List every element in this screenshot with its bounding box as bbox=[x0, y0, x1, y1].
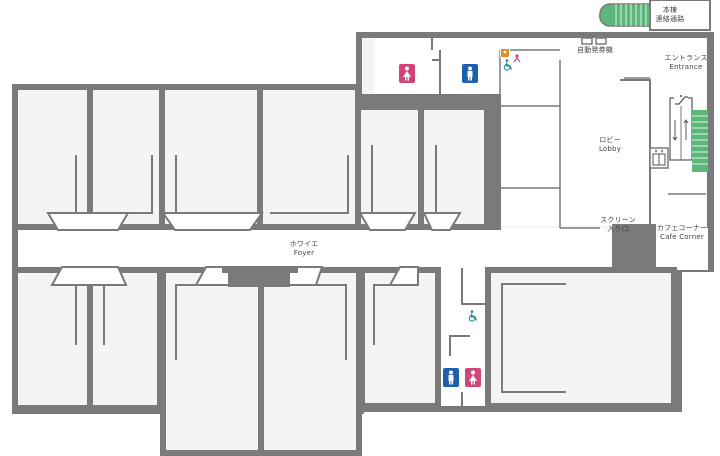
lower-restroom-inner bbox=[449, 268, 488, 406]
lower-screens bbox=[12, 267, 677, 456]
cafe-corner-label: カフェコーナー Cafe Corner bbox=[656, 224, 708, 241]
foyer-label: ホワイエ Foyer bbox=[289, 240, 319, 257]
lower-restroom-frame bbox=[435, 268, 491, 406]
male-restroom-icon bbox=[443, 368, 459, 387]
screen-entry-label: スクリーン 入り口 bbox=[600, 216, 636, 233]
seat-partitions bbox=[48, 79, 651, 393]
elevator-icon bbox=[649, 147, 669, 169]
upper-restroom-walls bbox=[431, 38, 441, 94]
lobby-lines bbox=[499, 37, 706, 229]
escalator bbox=[669, 97, 693, 161]
foyer-corridor bbox=[18, 231, 614, 267]
baby-changing-icon bbox=[510, 52, 524, 66]
female-restroom-icon bbox=[465, 368, 481, 387]
baby-seat-icon bbox=[500, 48, 510, 58]
female-restroom-icon bbox=[399, 64, 415, 83]
upper-screens bbox=[12, 84, 490, 230]
ticket-machine-label: 自動発券機 bbox=[577, 46, 613, 54]
male-restroom-icon bbox=[462, 64, 478, 83]
lobby-label: ロビー Lobby bbox=[598, 136, 622, 153]
main-building-link-label: 本棟 連絡通路 bbox=[655, 6, 685, 23]
entrance-label: エントランス Entrance bbox=[664, 54, 708, 71]
stairs-connecting-passage bbox=[599, 0, 711, 31]
escalator-icon bbox=[674, 94, 688, 106]
wall-blocks bbox=[222, 94, 656, 287]
wheelchair-icon bbox=[466, 309, 480, 323]
stairs-east bbox=[692, 110, 708, 172]
